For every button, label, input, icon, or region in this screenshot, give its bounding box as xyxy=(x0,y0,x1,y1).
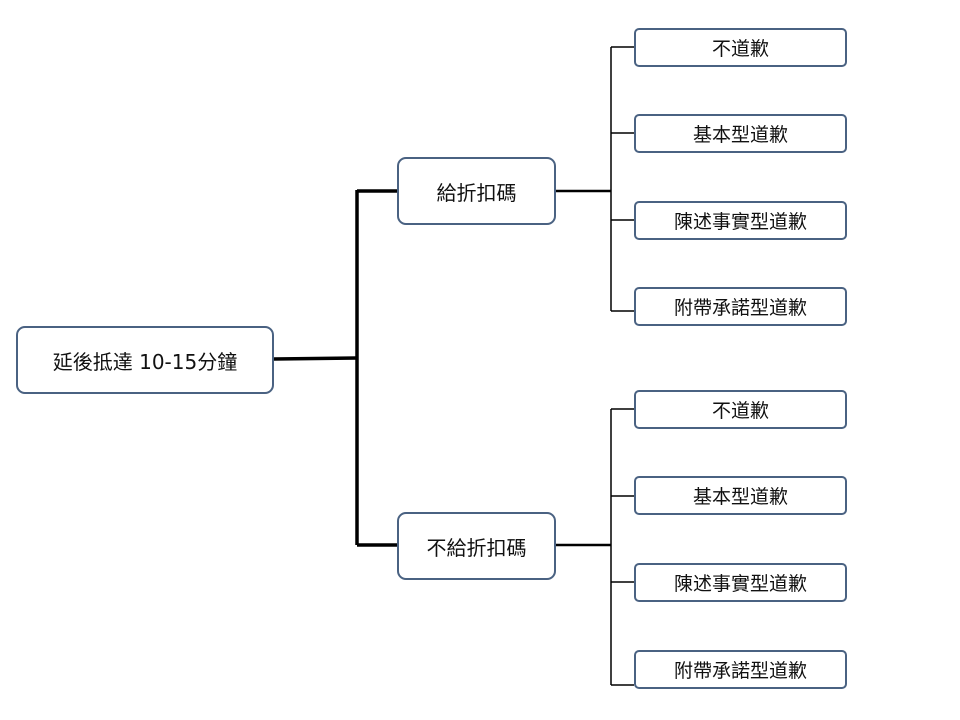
leaf-node-label: 不道歉 xyxy=(711,38,769,60)
branch-node-discount-code: 給折扣碼 xyxy=(397,157,556,225)
leaf-node-promise-apology: 附帶承諾型道歉 xyxy=(634,650,847,689)
branch-node-label: 不給折扣碼 xyxy=(426,535,527,560)
branch-node-no-discount-code: 不給折扣碼 xyxy=(397,512,556,580)
leaf-node-basic-apology: 基本型道歉 xyxy=(634,476,847,515)
leaf-node-no-apology: 不道歉 xyxy=(634,28,847,67)
leaf-node-basic-apology: 基本型道歉 xyxy=(634,114,847,153)
leaf-node-label: 不道歉 xyxy=(711,400,769,422)
leaf-node-factual-apology: 陳述事實型道歉 xyxy=(634,201,847,240)
connector-root-trunk xyxy=(273,356,358,361)
root-node-label: 延後抵達 10-15分鐘 xyxy=(52,349,238,374)
leaf-node-label: 附帶承諾型道歉 xyxy=(673,660,807,682)
leaf-node-promise-apology: 附帶承諾型道歉 xyxy=(634,287,847,326)
leaf-node-no-apology: 不道歉 xyxy=(634,390,847,429)
leaf-node-factual-apology: 陳述事實型道歉 xyxy=(634,563,847,602)
leaf-node-label: 基本型道歉 xyxy=(692,486,788,508)
leaf-node-label: 陳述事實型道歉 xyxy=(673,573,807,595)
leaf-node-label: 陳述事實型道歉 xyxy=(673,211,807,233)
leaf-node-label: 附帶承諾型道歉 xyxy=(673,297,807,319)
root-node: 延後抵達 10-15分鐘 xyxy=(16,326,274,394)
leaf-node-label: 基本型道歉 xyxy=(692,124,788,146)
branch-node-label: 給折扣碼 xyxy=(436,180,517,205)
